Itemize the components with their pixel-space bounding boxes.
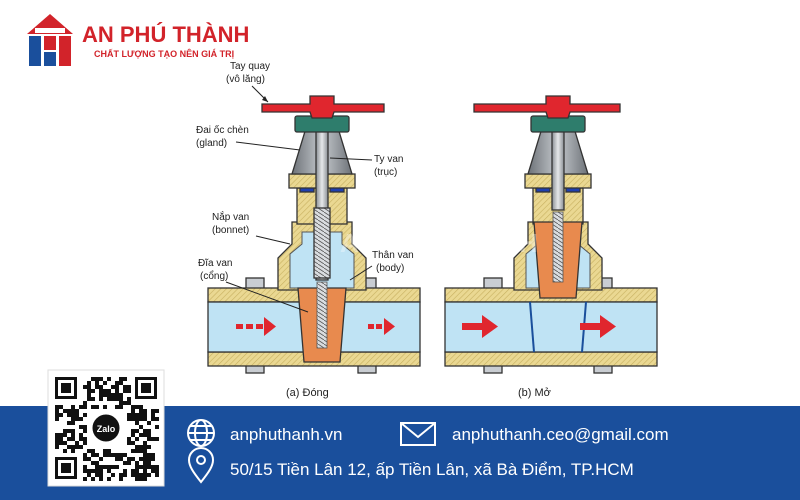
label-body-line1: Thân van — [372, 250, 414, 261]
label-gland-line1: Đai ốc chèn — [196, 124, 249, 136]
valve-open — [444, 95, 658, 374]
label-stem-line1: Ty van — [374, 154, 403, 165]
label-disc-line2: (cổng) — [200, 270, 228, 282]
label-body-line2: (body) — [376, 263, 404, 274]
label-gland-line2: (gland) — [196, 138, 227, 149]
zalo-badge-icon — [89, 411, 123, 445]
footer-website-link[interactable]: anphuthanh.vn — [230, 425, 343, 444]
handwheel-closed — [261, 95, 385, 119]
flow-arrow-open — [462, 315, 616, 338]
label-handwheel-line2: (vô lăng) — [226, 74, 265, 85]
brand-name: AN PHÚ THÀNH — [82, 22, 249, 47]
caption-open: (b) Mở — [518, 387, 551, 399]
caption-closed: (a) Đóng — [286, 387, 329, 399]
footer-address: 50/15 Tiền Lân 12, ấp Tiền Lân, xã Bà Đi… — [230, 460, 634, 479]
label-bonnet-line1: Nắp van — [212, 210, 249, 223]
location-pin-icon — [187, 447, 215, 484]
label-stem-line2: (trục) — [374, 167, 397, 178]
qr-badge-text: Zalo — [97, 424, 116, 434]
flow-arrow-closed — [236, 317, 395, 336]
label-bonnet-line2: (bonnet) — [212, 225, 249, 236]
handwheel-open — [473, 95, 621, 119]
footer-email-link[interactable]: anphuthanh.ceo@gmail.com — [452, 425, 669, 444]
label-handwheel-line1: Tay quay — [230, 61, 270, 72]
logo-mark-icon — [27, 14, 73, 66]
brand-slogan: CHẤT LƯỢNG TẠO NÊN GIÁ TRỊ — [94, 48, 234, 59]
brand-logo: AN PHÚ THÀNH CHẤT LƯỢNG TẠO NÊN GIÁ TRỊ — [27, 14, 249, 66]
mail-icon — [400, 422, 436, 446]
qr-code[interactable]: Zalo — [47, 369, 165, 487]
label-disc-line1: Đĩa van — [198, 258, 232, 269]
valve-closed — [207, 95, 421, 374]
qr-modules — [55, 377, 159, 481]
watermark: AN PHÚ THÀNH — [340, 228, 538, 258]
globe-icon — [187, 419, 215, 447]
part-labels: Tay quay (vô lăng) Đai ốc chèn (gland) T… — [196, 61, 414, 313]
